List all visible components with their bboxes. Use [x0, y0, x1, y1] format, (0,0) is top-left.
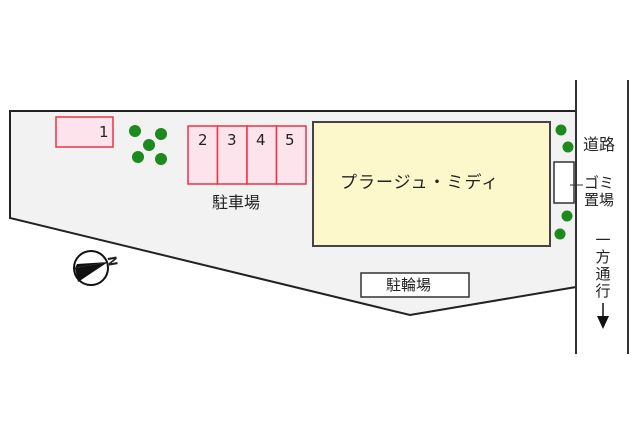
tree-icon [129, 125, 141, 137]
north-label: N [105, 254, 121, 268]
tree-icon [143, 139, 155, 151]
one-way-label: 一 方 通 行 [593, 232, 613, 300]
stall-number-1: 1 [99, 123, 109, 141]
one-way-char: 行 [595, 282, 611, 300]
garbage-area [553, 161, 575, 204]
building [312, 121, 551, 247]
tree-row-east [554, 124, 574, 240]
parking-stall-3 [216, 125, 248, 185]
garbage-label-line1: ゴミ [584, 174, 615, 192]
stall-number-5: 5 [285, 131, 295, 149]
building-name: プラージュ・ミディ [340, 173, 500, 193]
parking-stall-5 [275, 125, 307, 185]
tree-icon [561, 210, 573, 222]
tree-cluster [129, 125, 167, 165]
one-way-char: 通 [595, 265, 611, 283]
one-way-arrow-icon [597, 316, 609, 329]
road-label: 道路 [583, 135, 616, 154]
tree-icon [562, 141, 574, 153]
tree-icon [132, 151, 144, 163]
bicycle-parking [360, 272, 470, 298]
parking-stall-1 [55, 116, 114, 148]
garbage-label-line2: 置場 [584, 191, 615, 209]
one-way-char: 方 [595, 248, 611, 266]
parking-label: 駐車場 [212, 193, 261, 212]
tree-icon [155, 153, 167, 165]
tree-icon [554, 228, 566, 240]
one-way-char: 一 [595, 231, 611, 249]
stall-number-4: 4 [256, 131, 266, 149]
tree-icon [555, 124, 567, 136]
bicycle-parking-label: 駐輪場 [386, 276, 432, 294]
stall-number-3: 3 [227, 131, 237, 149]
compass-icon [73, 250, 109, 286]
stall-number-2: 2 [198, 131, 208, 149]
parking-stall-4 [246, 125, 278, 185]
tree-icon [155, 128, 167, 140]
